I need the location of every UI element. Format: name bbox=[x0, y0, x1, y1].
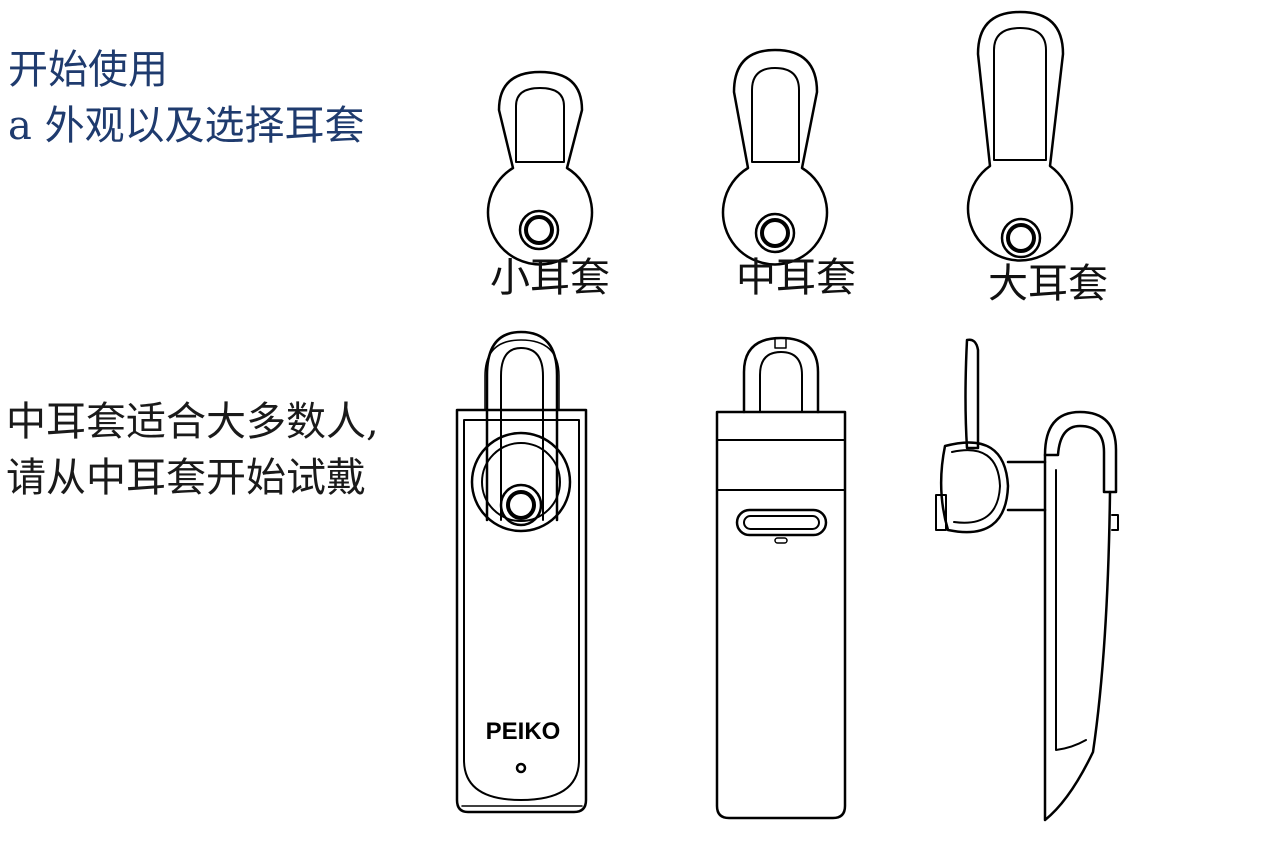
medium-ear-tip-label: 中耳套 bbox=[736, 255, 856, 301]
fit-recommendation: 中耳套适合大多数人, 请从中耳套开始试戴 bbox=[6, 394, 379, 506]
page-title: 开始使用 bbox=[8, 47, 168, 93]
medium-ear-tip-illustration bbox=[721, 48, 829, 266]
large-ear-tip-illustration bbox=[966, 10, 1074, 262]
brand-logo: PEIKO bbox=[486, 718, 561, 745]
headset-back-view bbox=[715, 336, 847, 820]
headset-front-view bbox=[455, 330, 588, 814]
fit-recommendation-line-2: 请从中耳套开始试戴 bbox=[6, 455, 366, 501]
headset-side-view bbox=[935, 338, 1119, 822]
section-subtitle: a 外观以及选择耳套 bbox=[8, 103, 365, 149]
small-ear-tip-label: 小耳套 bbox=[490, 255, 610, 301]
large-ear-tip-label: 大耳套 bbox=[988, 261, 1108, 307]
small-ear-tip-illustration bbox=[486, 70, 594, 266]
fit-recommendation-line-1: 中耳套适合大多数人, bbox=[6, 399, 379, 445]
